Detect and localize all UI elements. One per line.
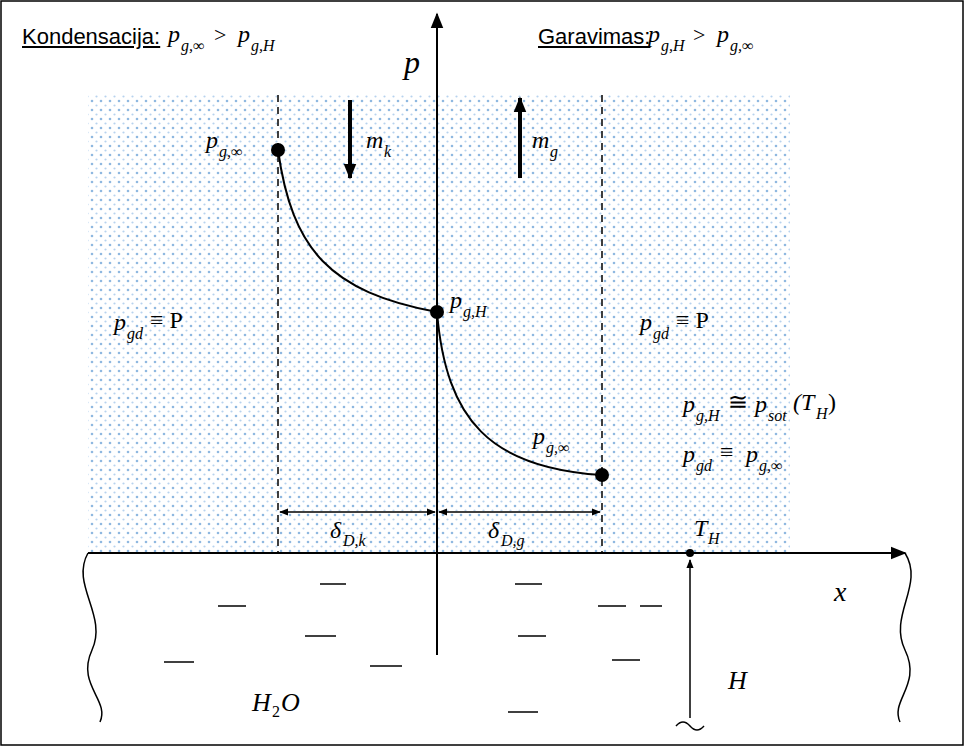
math-label: p [746, 442, 758, 466]
math-label: g,∞ [219, 144, 242, 160]
math-label: H [816, 406, 828, 422]
math-label: k [384, 144, 391, 160]
math-label: D,k [343, 533, 366, 549]
water-edge [83, 553, 102, 722]
math-label: p [168, 22, 180, 46]
math-label: ≡ P [676, 308, 709, 332]
math-label: gd [127, 326, 143, 342]
break-mark [676, 722, 704, 730]
air-region [88, 95, 790, 552]
math-label: ≡ [720, 440, 734, 464]
math-label: p [533, 424, 545, 448]
math-label: p [717, 22, 729, 46]
math-label: g,H [696, 408, 720, 424]
dimension-arrow [280, 511, 435, 513]
pressure-curve [278, 150, 437, 312]
math-label: g,∞ [546, 440, 569, 456]
math-label: H [252, 690, 271, 716]
math-label: 2 [272, 704, 280, 720]
p-axis [436, 14, 438, 655]
math-label: ≅ [728, 390, 748, 414]
math-label: gd [653, 326, 669, 342]
math-label: x [834, 578, 846, 606]
math-label: p [450, 288, 462, 312]
math-label: ) [828, 390, 836, 414]
math-label: p [640, 310, 652, 334]
math-label: D,g [501, 533, 525, 549]
math-label: p [683, 392, 695, 416]
math-label: δ [330, 518, 341, 542]
section-heading: Kondensacija: [22, 26, 160, 48]
math-label: > [214, 24, 226, 46]
math-label: p [683, 442, 695, 466]
math-label: p [755, 392, 767, 416]
math-label: O [281, 690, 300, 716]
math-label: p [404, 46, 420, 78]
math-label: p [238, 22, 250, 46]
math-label: g,H [661, 38, 685, 54]
section-heading: Garavimas: [538, 26, 650, 48]
point [271, 143, 285, 157]
math-label: gd [696, 458, 712, 474]
math-label: ≡ P [150, 308, 183, 332]
math-label: T [694, 516, 707, 540]
math-label: p [206, 128, 218, 152]
point [686, 549, 694, 557]
height-arrow [689, 560, 691, 718]
boundary-line [601, 95, 603, 552]
math-label: H [728, 668, 747, 694]
point [595, 468, 609, 482]
pressure-curve [437, 312, 602, 475]
water-edge [898, 553, 911, 722]
math-label: g,H [463, 304, 487, 320]
flux-arrow [518, 98, 522, 178]
math-label: H [708, 531, 720, 547]
math-label: δ [488, 518, 499, 542]
math-label: g,∞ [759, 458, 782, 474]
math-label: (T [793, 390, 814, 414]
point [430, 305, 444, 319]
dimension-arrow [439, 511, 600, 513]
math-label: p [114, 310, 126, 334]
boundary-line [277, 95, 279, 552]
flux-arrow [348, 100, 352, 178]
math-label: p [648, 22, 660, 46]
water-marks [164, 584, 662, 712]
x-axis [88, 552, 905, 554]
math-label: > [693, 24, 705, 46]
math-label: m [366, 128, 383, 152]
math-label: g,∞ [181, 38, 204, 54]
math-label: g [550, 144, 558, 160]
math-label: m [532, 128, 549, 152]
math-label: g,H [251, 38, 275, 54]
math-label: g,∞ [730, 38, 753, 54]
math-label: sot [768, 408, 787, 424]
